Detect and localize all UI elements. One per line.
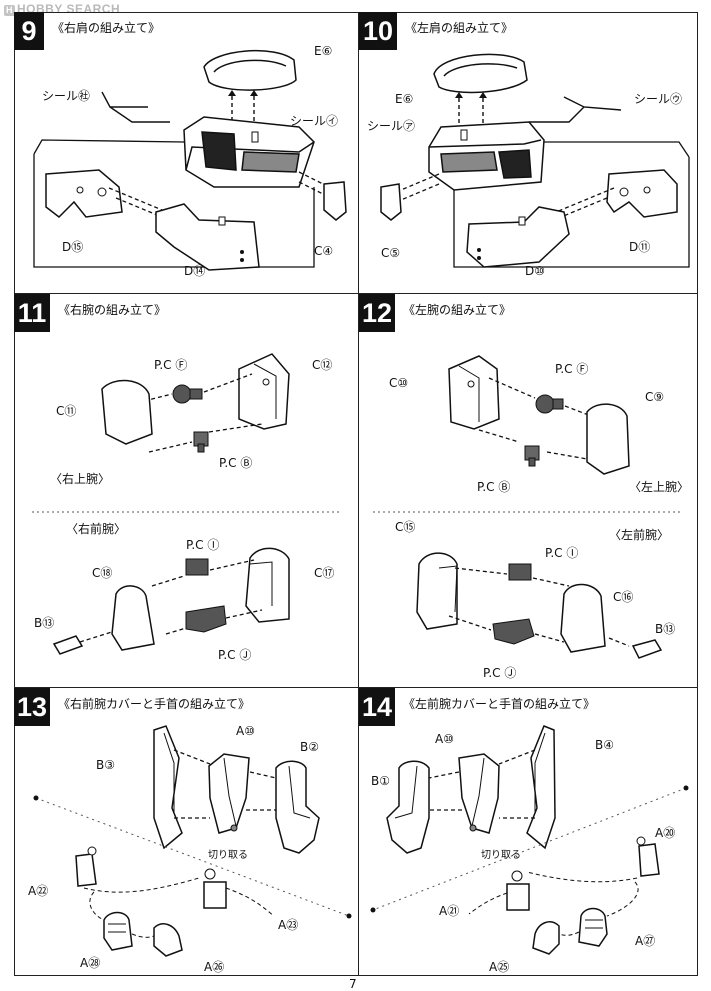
step-number: 11 bbox=[14, 294, 50, 332]
label-c15: C⑮ bbox=[395, 520, 416, 534]
left-forearm-cover-diagram bbox=[370, 725, 689, 955]
label-b2: B② bbox=[300, 740, 319, 754]
step-11-panel: 11 《右腕の組み立て》 P.C Ⓕ C⑫ C⑪ P.C Ⓑ 〈右上腕〉 〈右前… bbox=[14, 294, 359, 688]
label-pcj: P.C Ⓙ bbox=[218, 648, 252, 662]
step-14-panel: 14 《左前腕カバーと手首の組み立て》 A⑩ B④ B① 切り取る A⑳ A㉑ … bbox=[359, 688, 698, 976]
label-a25: A㉕ bbox=[489, 960, 510, 974]
label-c9: C⑨ bbox=[645, 390, 665, 404]
label-pcj: P.C Ⓙ bbox=[483, 666, 517, 680]
label-pci: P.C Ⓘ bbox=[186, 538, 220, 552]
label-a26: A㉖ bbox=[204, 960, 225, 974]
label-pcb: P.C Ⓑ bbox=[219, 456, 253, 470]
step-title: 《右腕の組み立て》 bbox=[58, 303, 167, 317]
step-title: 《右肩の組み立て》 bbox=[52, 21, 161, 35]
label-c10: C⑩ bbox=[389, 376, 409, 390]
label-cut: 切り取る bbox=[481, 850, 521, 861]
label-pcf: P.C Ⓕ bbox=[555, 362, 589, 376]
label-upper-arm: 〈右上腕〉 bbox=[50, 472, 111, 486]
label-a22: A㉒ bbox=[28, 884, 49, 898]
label-a28: A㉘ bbox=[80, 956, 101, 970]
label-c17: C⑰ bbox=[314, 566, 335, 580]
label-c12: C⑫ bbox=[312, 358, 333, 372]
label-d11: D⑪ bbox=[629, 240, 651, 254]
label-c11: C⑪ bbox=[56, 404, 77, 418]
label-b1: B① bbox=[371, 774, 390, 788]
step-number: 12 bbox=[359, 294, 395, 332]
label-e6: E⑥ bbox=[395, 92, 414, 106]
step-title: 《左肩の組み立て》 bbox=[405, 21, 514, 35]
step-number: 10 bbox=[359, 12, 397, 50]
step-title: 《左前腕カバーと手首の組み立て》 bbox=[403, 697, 596, 711]
step-10-panel: 10 《左肩の組み立て》 E⑥ シール㋒ シー bbox=[359, 12, 698, 294]
label-a21: A㉑ bbox=[439, 904, 460, 918]
page-number: 7 bbox=[349, 977, 357, 991]
instruction-sheet bbox=[14, 12, 698, 976]
label-e6: E⑥ bbox=[314, 44, 333, 58]
step-number: 13 bbox=[14, 688, 50, 726]
watermark-mark: H bbox=[4, 5, 15, 16]
right-shoulder-diagram bbox=[33, 49, 347, 271]
label-b4: B④ bbox=[595, 738, 614, 752]
label-b13: B⑬ bbox=[34, 616, 55, 630]
label-cut: 切り取る bbox=[208, 850, 248, 861]
step-9-panel: 9 《右肩の組み立て》 E⑥ シール㊓ シール bbox=[14, 12, 359, 294]
left-arm-diagram bbox=[373, 355, 683, 659]
right-arm-diagram bbox=[32, 353, 341, 655]
label-d14: D⑭ bbox=[184, 264, 206, 278]
label-a10: A⑩ bbox=[236, 724, 255, 738]
step-number: 9 bbox=[14, 12, 44, 50]
step-12-panel: 12 《左腕の組み立て》 C⑩ P.C Ⓕ C⑨ P.C Ⓑ 〈左上腕〉 C⑮ … bbox=[359, 294, 698, 688]
label-c18: C⑱ bbox=[92, 566, 113, 580]
label-a27: A㉗ bbox=[635, 934, 656, 948]
label-seal-e: シール㊓ bbox=[42, 89, 91, 103]
label-d15: D⑮ bbox=[62, 240, 84, 254]
label-seal-u: シール㋒ bbox=[634, 92, 683, 106]
label-d10: D⑩ bbox=[525, 264, 545, 278]
step-13-panel: 13 《右前腕カバーと手首の組み立て》 A⑩ B③ B② 切り取る A㉒ A㉓ … bbox=[14, 688, 359, 976]
label-seal-i: シール㋑ bbox=[290, 114, 339, 128]
label-c4: C④ bbox=[314, 244, 334, 258]
label-pcf: P.C Ⓕ bbox=[154, 358, 188, 372]
left-shoulder-diagram bbox=[380, 53, 690, 268]
label-b13: B⑬ bbox=[655, 622, 676, 636]
right-forearm-cover-diagram bbox=[33, 725, 352, 957]
label-pcb: P.C Ⓑ bbox=[477, 480, 511, 494]
label-forearm: 〈右前腕〉 bbox=[66, 522, 127, 536]
label-a20: A⑳ bbox=[655, 826, 676, 840]
label-seal-a: シール㋐ bbox=[367, 119, 416, 133]
label-a23: A㉓ bbox=[278, 918, 299, 932]
step-title: 《左腕の組み立て》 bbox=[403, 303, 512, 317]
label-c5: C⑤ bbox=[381, 246, 401, 260]
label-forearm: 〈左前腕〉 bbox=[609, 528, 670, 542]
label-b3: B③ bbox=[96, 758, 115, 772]
label-c16: C⑯ bbox=[613, 590, 634, 604]
label-upper-arm: 〈左上腕〉 bbox=[629, 480, 690, 494]
step-title: 《右前腕カバーと手首の組み立て》 bbox=[58, 697, 251, 711]
label-pci: P.C Ⓘ bbox=[545, 546, 579, 560]
step-number: 14 bbox=[359, 688, 395, 726]
label-a10: A⑩ bbox=[435, 732, 454, 746]
